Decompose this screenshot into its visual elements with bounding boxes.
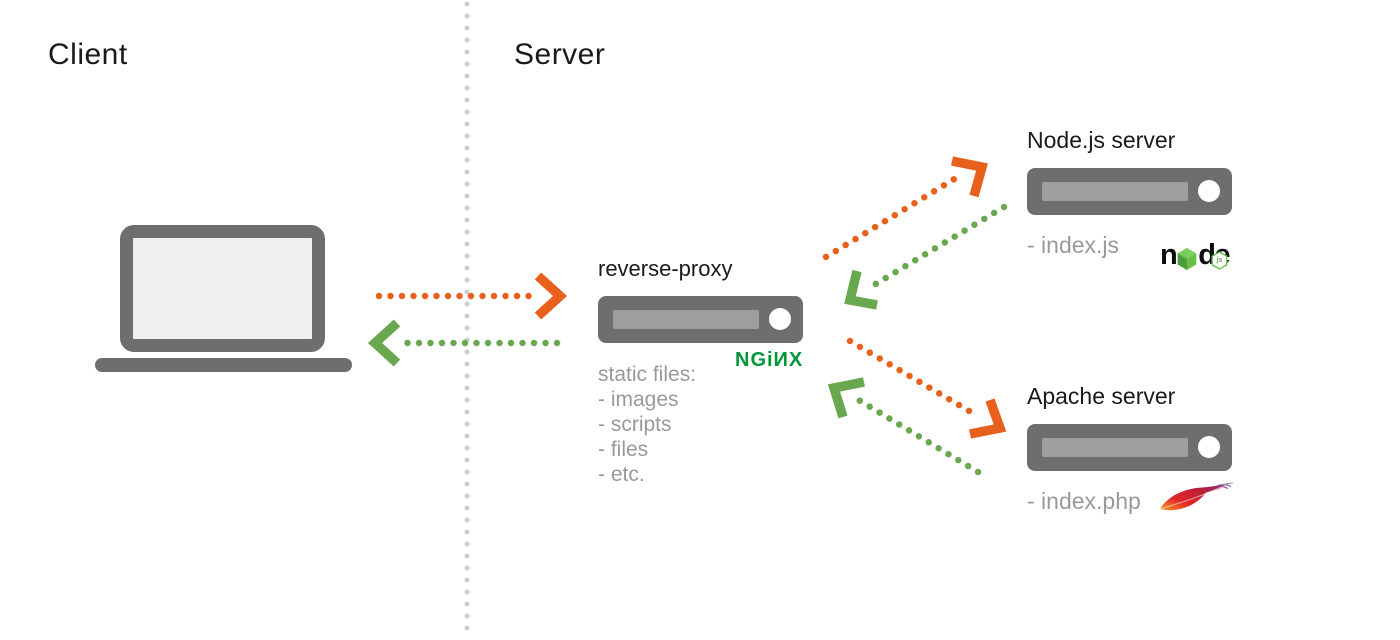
laptop-base: [95, 358, 352, 372]
server-indicator-light: [1198, 180, 1220, 202]
nodejs-server-title: Node.js server: [1027, 127, 1176, 153]
nodejs-logo: n de js: [1160, 224, 1238, 270]
client-zone-label: Client: [48, 38, 128, 71]
apache-file-label: - index.php: [1027, 488, 1141, 514]
arrow-client-to-proxy: [375, 272, 568, 320]
nodejs-server-icon: [1027, 168, 1232, 215]
server-indicator-light: [769, 308, 791, 330]
server-zone-label: Server: [514, 38, 606, 71]
nodejs-file-label: - index.js: [1027, 232, 1120, 258]
apache-server-icon: [1027, 424, 1232, 471]
arrow-proxy-to-client: [367, 319, 561, 367]
apache-feather-icon: [1159, 482, 1234, 511]
node-hexagon-icon: [1177, 248, 1197, 270]
server-slot: [1042, 182, 1188, 201]
server-slot: [1042, 438, 1188, 457]
arrow-node-to-proxy: [844, 203, 1008, 310]
nodejs-js-badge-text: js: [1216, 257, 1223, 264]
static-files-line: - files: [598, 438, 649, 461]
static-files-list: static files: - images - scripts - files…: [598, 362, 696, 487]
static-files-line: - etc.: [598, 463, 645, 486]
apache-server-title: Apache server: [1027, 383, 1176, 409]
arrow-apache-to-proxy: [827, 377, 982, 476]
nginx-logo: NGiИX: [735, 349, 804, 371]
laptop-screen: [120, 225, 325, 352]
arrow-proxy-to-node: [822, 156, 988, 261]
reverse-proxy-title: reverse-proxy: [598, 256, 733, 281]
server-indicator-light: [1198, 436, 1220, 458]
static-files-line: static files:: [598, 363, 697, 386]
static-files-line: - images: [598, 388, 679, 411]
node-wordmark-prefix: n: [1160, 239, 1178, 271]
reverse-proxy-server-icon: [598, 296, 803, 343]
static-files-line: - scripts: [598, 413, 672, 436]
arrow-proxy-to-apache: [846, 337, 1007, 439]
server-slot: [613, 310, 759, 329]
nodejs-js-badge-icon: js: [1211, 251, 1228, 270]
